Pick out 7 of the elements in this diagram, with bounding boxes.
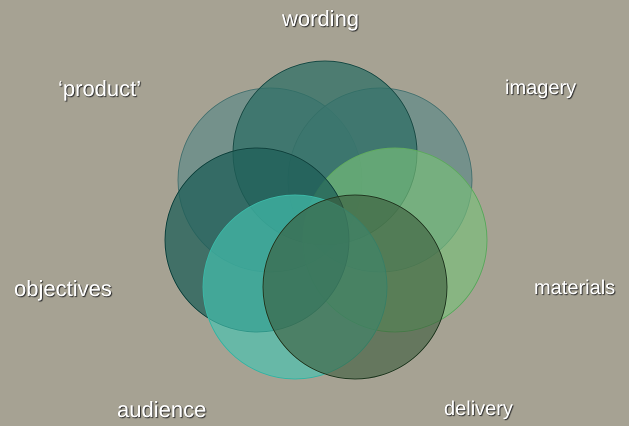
circle-label: audience [117, 399, 206, 421]
circle-label: imagery [505, 78, 576, 98]
circle-label: wording [282, 8, 360, 30]
circle-label: delivery [444, 399, 513, 419]
circle-label: objectives [14, 278, 112, 300]
circle-label: materials [534, 278, 616, 298]
circle-label: ‘product’ [58, 78, 142, 100]
